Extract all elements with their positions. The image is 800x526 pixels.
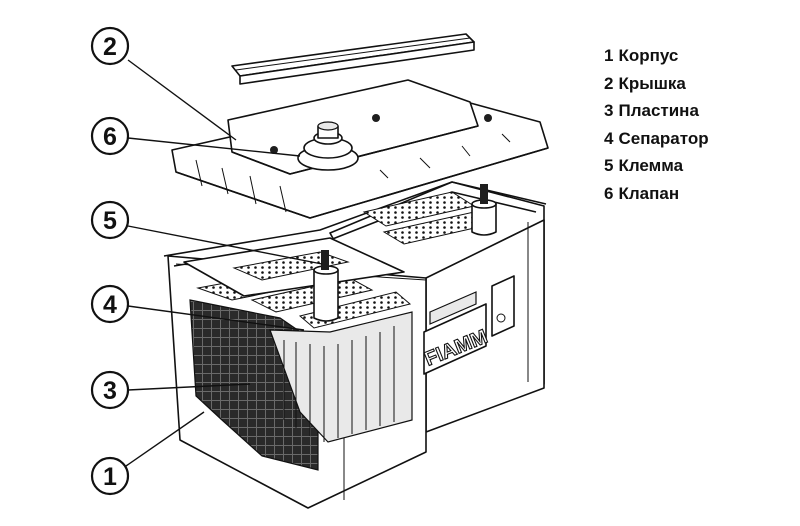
cell-cutaway — [183, 191, 494, 471]
vent-valve — [270, 114, 492, 171]
legend-number: 3 — [604, 101, 614, 121]
svg-text:6: 6 — [103, 123, 117, 151]
svg-text:2: 2 — [103, 33, 117, 61]
legend-label: Сепаратор — [618, 128, 709, 148]
legend-label: Пластина — [618, 101, 699, 121]
svg-text:4: 4 — [103, 291, 117, 319]
legend-label: Крышка — [618, 73, 686, 93]
legend-number: 5 — [604, 156, 614, 176]
svg-text:5: 5 — [103, 207, 117, 235]
callout-6: 6 — [90, 116, 301, 157]
legend-label: Клемма — [618, 156, 684, 176]
callout-3: 3 — [90, 370, 251, 410]
svg-text:1: 1 — [103, 463, 117, 491]
cover-strip — [231, 33, 475, 85]
legend-number: 6 — [604, 183, 614, 203]
callout-1: 1 — [90, 411, 205, 496]
battery-lid — [171, 79, 549, 219]
callout-2: 2 — [90, 26, 237, 141]
terminal-front — [313, 250, 339, 322]
legend-label: Клапан — [618, 183, 680, 203]
legend-label: Корпус — [618, 46, 679, 65]
legend-number: 4 — [604, 128, 614, 148]
legend-number: 1 — [604, 46, 614, 65]
legend-number: 2 — [604, 73, 614, 93]
callout-4: 4 — [90, 284, 305, 331]
terminal-rear — [471, 184, 497, 236]
svg-text:3: 3 — [103, 377, 117, 405]
callout-5: 5 — [90, 200, 323, 265]
